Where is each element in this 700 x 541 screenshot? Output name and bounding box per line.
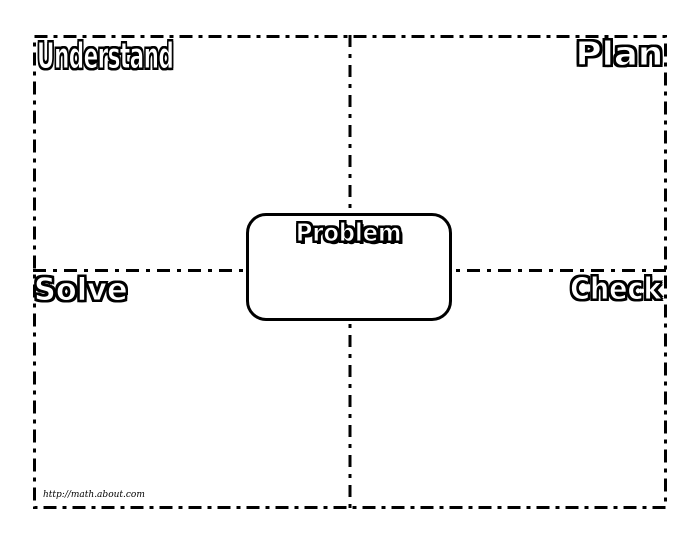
- quadrant-label-solve: Solve: [34, 272, 129, 309]
- source-url: http://math.about.com: [43, 490, 145, 500]
- problem-box: Problem: [246, 213, 452, 321]
- problem-box-label: Problem: [296, 218, 402, 248]
- quadrant-label-understand: Understand: [37, 36, 174, 78]
- quadrant-label-plan: Plan: [575, 34, 664, 74]
- quadrant-label-check: Check: [569, 272, 661, 308]
